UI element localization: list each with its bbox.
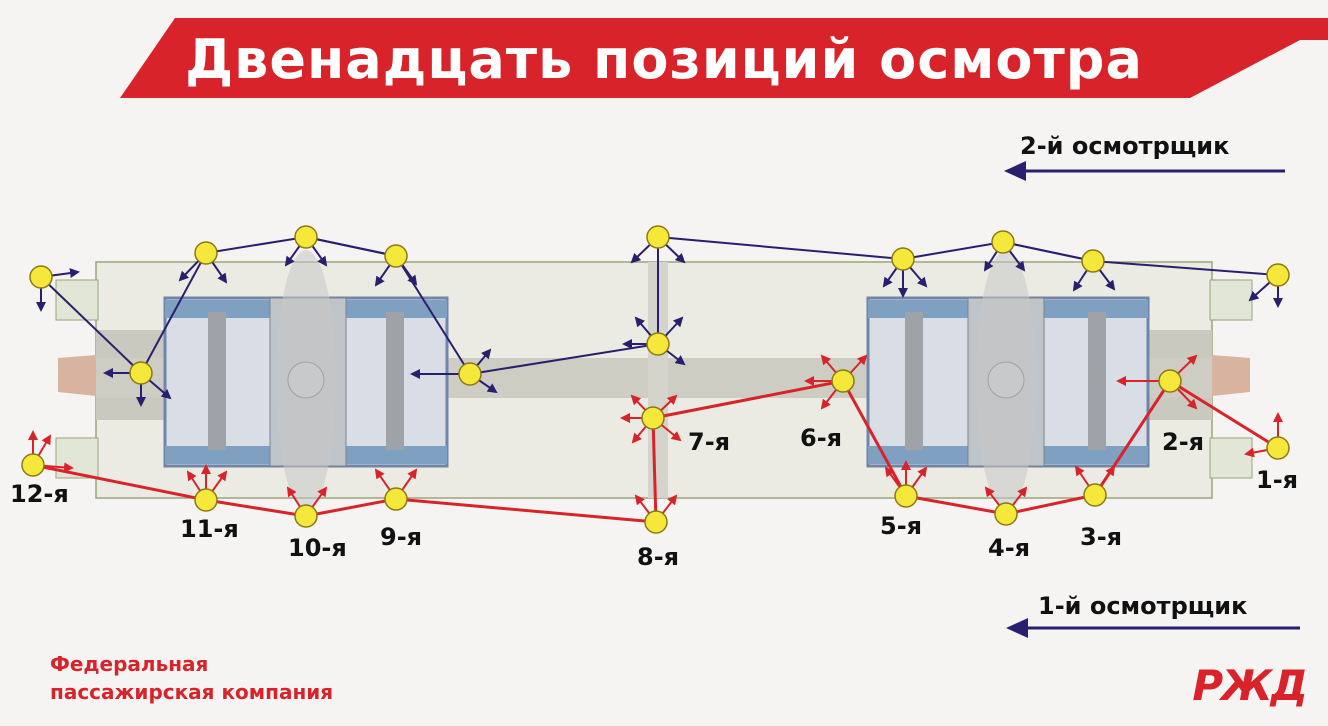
position-2-marker [1158, 369, 1182, 393]
inspection-points-second [29, 225, 1290, 386]
position-4-label: 4-я [988, 534, 1030, 562]
position-6-label: 6-я [800, 424, 842, 452]
company-name-line2: пассажирская компания [50, 680, 334, 704]
position-1-label: 1-я [1256, 466, 1298, 494]
position-9-marker [384, 487, 408, 511]
position-8-label: 8-я [637, 543, 679, 571]
position-5-marker [894, 484, 918, 508]
bogie-left [163, 250, 449, 510]
position-7-label: 7-я [688, 428, 730, 456]
position-1-marker [1266, 436, 1290, 460]
position-labels: 1-я 2-я 3-я 4-я 5-я 6-я 7-я 8-я 9-я 10-я… [10, 424, 1298, 571]
title-banner [0, 18, 1328, 98]
first-inspector-label: 1-й осмотрщик [1038, 592, 1248, 620]
page-title: Двенадцать позиций осмотра [185, 28, 1143, 91]
company-name-line1: Федеральная [50, 652, 209, 676]
inspector-direction-arrows [1004, 161, 1300, 638]
position-7-marker [641, 406, 665, 430]
position-4-marker [994, 502, 1018, 526]
position-9-label: 9-я [380, 523, 422, 551]
company-name: Федеральная пассажирская компания [50, 650, 333, 706]
position-11-label: 11-я [180, 515, 239, 543]
inspection-points-first [21, 369, 1290, 534]
rzd-logo: РЖД [1192, 661, 1308, 710]
position-8-marker [644, 510, 668, 534]
position-11-marker [194, 488, 218, 512]
position-6-marker [831, 369, 855, 393]
position-12-marker [21, 453, 45, 477]
position-2-label: 2-я [1162, 428, 1204, 456]
position-5-label: 5-я [880, 512, 922, 540]
position-12-label: 12-я [10, 480, 69, 508]
position-10-label: 10-я [288, 534, 347, 562]
position-3-marker [1083, 483, 1107, 507]
bogie-right [866, 250, 1150, 510]
position-10-marker [294, 504, 318, 528]
position-3-label: 3-я [1080, 523, 1122, 551]
second-inspector-label: 2-й осмотрщик [1020, 132, 1230, 160]
